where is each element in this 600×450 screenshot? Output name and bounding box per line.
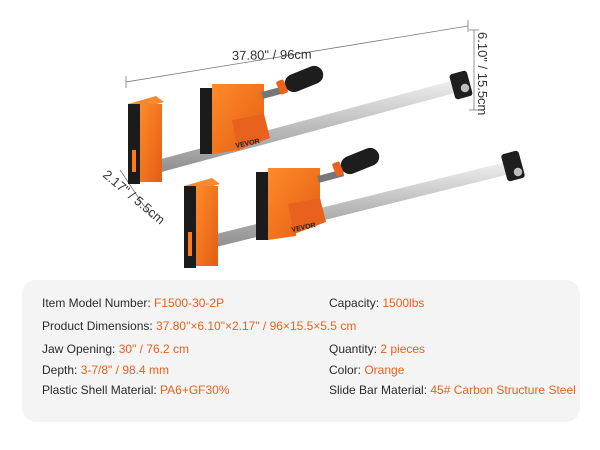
dimension-lines <box>119 20 479 219</box>
bar-end-stop <box>501 150 525 182</box>
spec-label: Depth: <box>42 363 81 377</box>
product-illustration: 37.80" / 96cm 6.10" / 15.5cm 2.17" / 5.5… <box>100 20 525 268</box>
bar-clamp-2: VEVOR <box>184 147 525 268</box>
length-dimension-label: 37.80" / 96cm <box>232 47 312 63</box>
bar-end-stop <box>449 70 473 100</box>
spec-shell-material: Plastic Shell Material: PA6+GF30% <box>42 383 230 397</box>
spec-value: 2 pieces <box>380 342 426 356</box>
brand-logo: VEVOR <box>235 138 260 150</box>
spec-label: Jaw Opening: <box>42 342 119 356</box>
spec-value: 30" / 76.2 cm <box>118 342 190 356</box>
spec-value: Orange <box>364 363 405 377</box>
spec-color: Color: Orange <box>329 363 404 377</box>
spec-value: F1500-30-2P <box>154 296 225 310</box>
height-dimension-label: 6.10" / 15.5cm <box>475 32 490 115</box>
spec-label: Capacity: <box>329 296 383 310</box>
spec-value: 1500lbs <box>382 296 425 310</box>
spec-model-number: Item Model Number: F1500-30-2P <box>42 296 224 310</box>
slide-bar <box>150 78 466 174</box>
sliding-jaw: VEVOR <box>200 84 270 154</box>
spec-label: Product Dimensions: <box>42 319 157 333</box>
spec-depth: Depth: 3-7/8" / 98.4 mm <box>42 363 169 377</box>
spec-value: 45# Carbon Structure Steel <box>430 383 576 397</box>
spec-quantity: Quantity: 2 pieces <box>329 342 425 356</box>
spec-label: Plastic Shell Material: <box>42 383 161 397</box>
brand-logo: VEVOR <box>291 222 316 234</box>
spec-label: Color: <box>329 363 365 377</box>
sliding-jaw: VEVOR <box>256 168 326 240</box>
spec-jaw-opening: Jaw Opening: 30" / 76.2 cm <box>42 342 189 356</box>
fixed-jaw <box>184 178 220 268</box>
specifications-panel: Item Model Number: F1500-30-2P Product D… <box>22 280 580 422</box>
spec-value: PA6+GF30% <box>160 383 230 397</box>
spec-value: 3-7/8" / 98.4 mm <box>80 363 169 377</box>
spec-product-dimensions: Product Dimensions: 37.80"×6.10"×2.17" /… <box>42 319 356 333</box>
spec-label: Item Model Number: <box>42 296 155 310</box>
fixed-jaw <box>128 96 164 184</box>
spec-capacity: Capacity: 1500lbs <box>329 296 424 310</box>
spec-bar-material: Slide Bar Material: 45# Carbon Structure… <box>329 383 576 397</box>
handle <box>276 65 324 95</box>
slide-bar <box>208 160 518 248</box>
spec-label: Quantity: <box>329 342 381 356</box>
bar-clamp-1: VEVOR <box>128 65 473 184</box>
spec-value: 37.80"×6.10"×2.17" / 96×15.5×5.5 cm <box>156 319 357 333</box>
handle <box>332 147 380 177</box>
spec-label: Slide Bar Material: <box>329 383 431 397</box>
